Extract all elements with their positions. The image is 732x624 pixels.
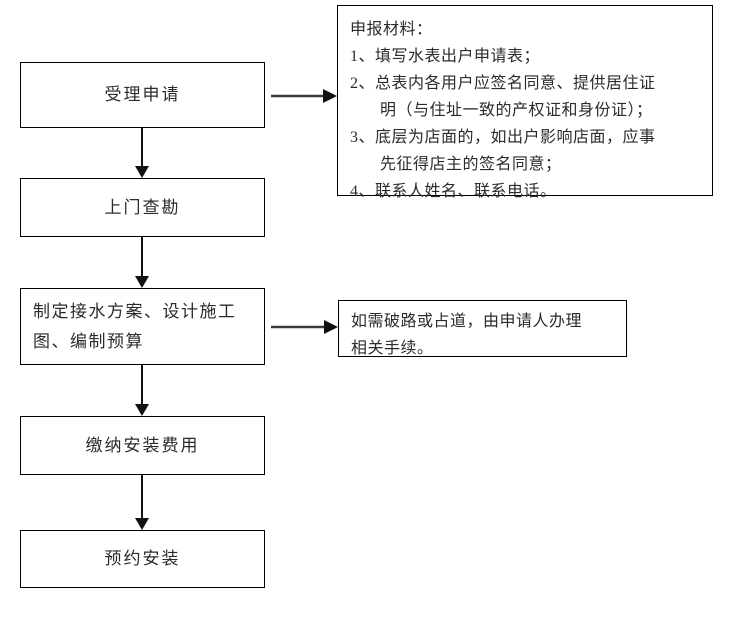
node-label: 预约安装	[104, 549, 181, 568]
node-schedule-installation[interactable]: 预约安装	[20, 530, 265, 588]
info-line: 明（与住址一致的产权证和身份证）；	[380, 102, 653, 119]
info-line: 申报材料：	[350, 21, 433, 38]
info-line: 如需破路或占道，由申请人办理	[351, 313, 583, 330]
node-label: 上门查勘	[104, 197, 181, 217]
info-line: 4、联系人姓名、联系电话。	[350, 183, 557, 200]
info-line: 先征得店主的签名同意；	[380, 156, 562, 173]
connector-survey-to-plan	[132, 237, 152, 288]
connector-fee-to-schedule	[132, 475, 152, 530]
node-on-site-survey[interactable]: 上门查勘	[20, 178, 265, 237]
infobox-application-materials: 申报材料： 1、填写水表出户申请表； 2、总表内各用户应签名同意、提供居住证 明…	[337, 5, 713, 200]
connector-plan-to-fee	[132, 365, 152, 416]
node-label: 制定接水方案、设计施工 图、编制预算	[33, 301, 237, 351]
node-accept-application[interactable]: 受理申请	[20, 62, 265, 128]
infobox-road-occupation-note: 如需破路或占道，由申请人办理 相关手续。	[338, 300, 627, 357]
node-label: 缴纳安装费用	[85, 435, 200, 455]
node-plan-design-budget[interactable]: 制定接水方案、设计施工 图、编制预算	[20, 288, 265, 365]
info-line: 相关手续。	[351, 340, 434, 357]
info-line: 1、填写水表出户申请表；	[350, 48, 541, 65]
connector-accept-to-survey	[132, 128, 152, 178]
info-line: 3、底层为店面的，如出户影响店面，应事	[350, 129, 656, 146]
node-pay-installation-fee[interactable]: 缴纳安装费用	[20, 416, 265, 475]
connector-plan-to-road-note	[265, 317, 340, 337]
connector-accept-to-materials	[265, 86, 339, 106]
node-label: 受理申请	[104, 85, 181, 104]
info-line: 2、总表内各用户应签名同意、提供居住证	[350, 75, 656, 92]
